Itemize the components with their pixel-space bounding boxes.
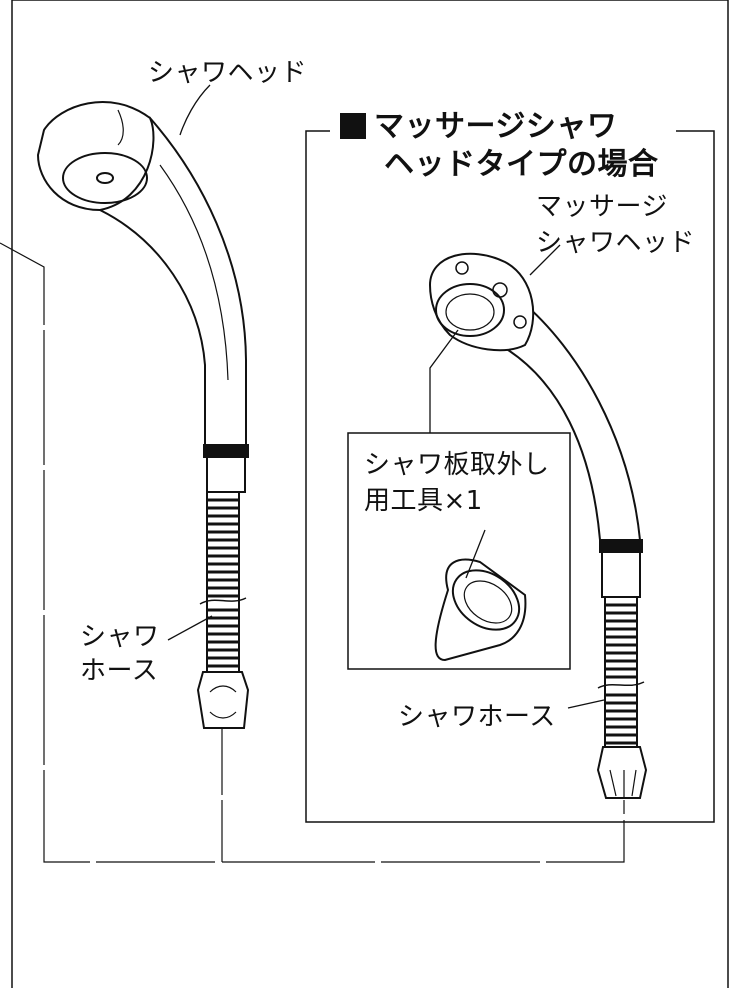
label-tool-1: シャワ板取外し <box>364 450 550 480</box>
label-tool-2: 用工具×1 <box>364 486 483 516</box>
label-shower-hose-right: シャワホース <box>398 702 556 732</box>
massage-shower-head <box>428 252 648 799</box>
tool-box <box>347 432 571 670</box>
label-shower-hose-left-2: ホース <box>80 656 159 686</box>
label-shower-head: シャワヘッド <box>148 58 308 88</box>
black-square-icon <box>340 113 366 139</box>
outer-frame <box>11 0 729 988</box>
label-massage-head-2: シャワヘッド <box>536 228 696 258</box>
panel-title-line1: マッサージシャワ <box>336 108 622 146</box>
shower-head-left <box>36 101 250 729</box>
panel-title-text1: マッサージシャワ <box>374 109 618 144</box>
label-massage-head-1: マッサージ <box>536 192 668 222</box>
label-shower-hose-left-1: シャワ <box>80 622 160 652</box>
bracket-lines <box>0 242 625 863</box>
removal-tool <box>434 558 527 662</box>
massage-panel-frame <box>305 130 715 823</box>
panel-title-line2: ヘッドタイプの場合 <box>384 147 659 182</box>
leader-lines <box>167 84 605 709</box>
